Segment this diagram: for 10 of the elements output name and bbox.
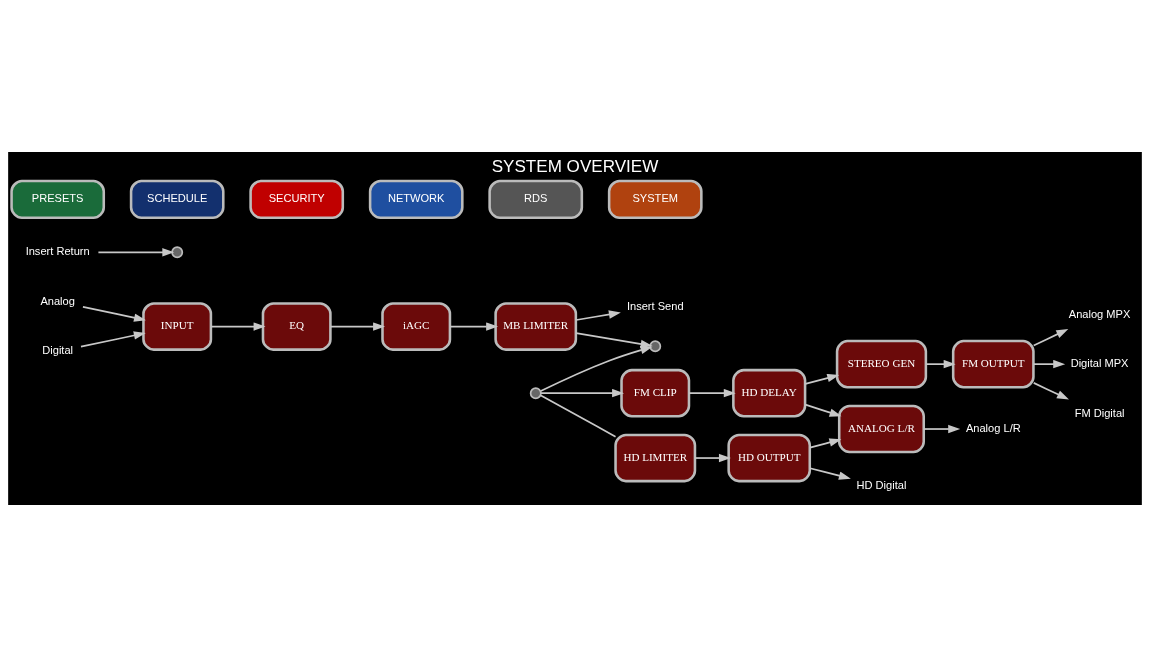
node-text: Analog L/R (965, 421, 1021, 434)
node-text: Analog (40, 294, 75, 307)
node-text: HD Digital (856, 478, 907, 491)
node-text: FM Digital (1074, 406, 1125, 419)
diagram-title: SYSTEM OVERVIEW (491, 156, 659, 176)
node-text: Digital MPX (1070, 356, 1129, 369)
node-text: Insert Return (25, 244, 90, 257)
node-text: Digital (42, 343, 74, 356)
node-text: Insert Send (626, 299, 684, 312)
node-text: Analog MPX (1068, 307, 1131, 320)
